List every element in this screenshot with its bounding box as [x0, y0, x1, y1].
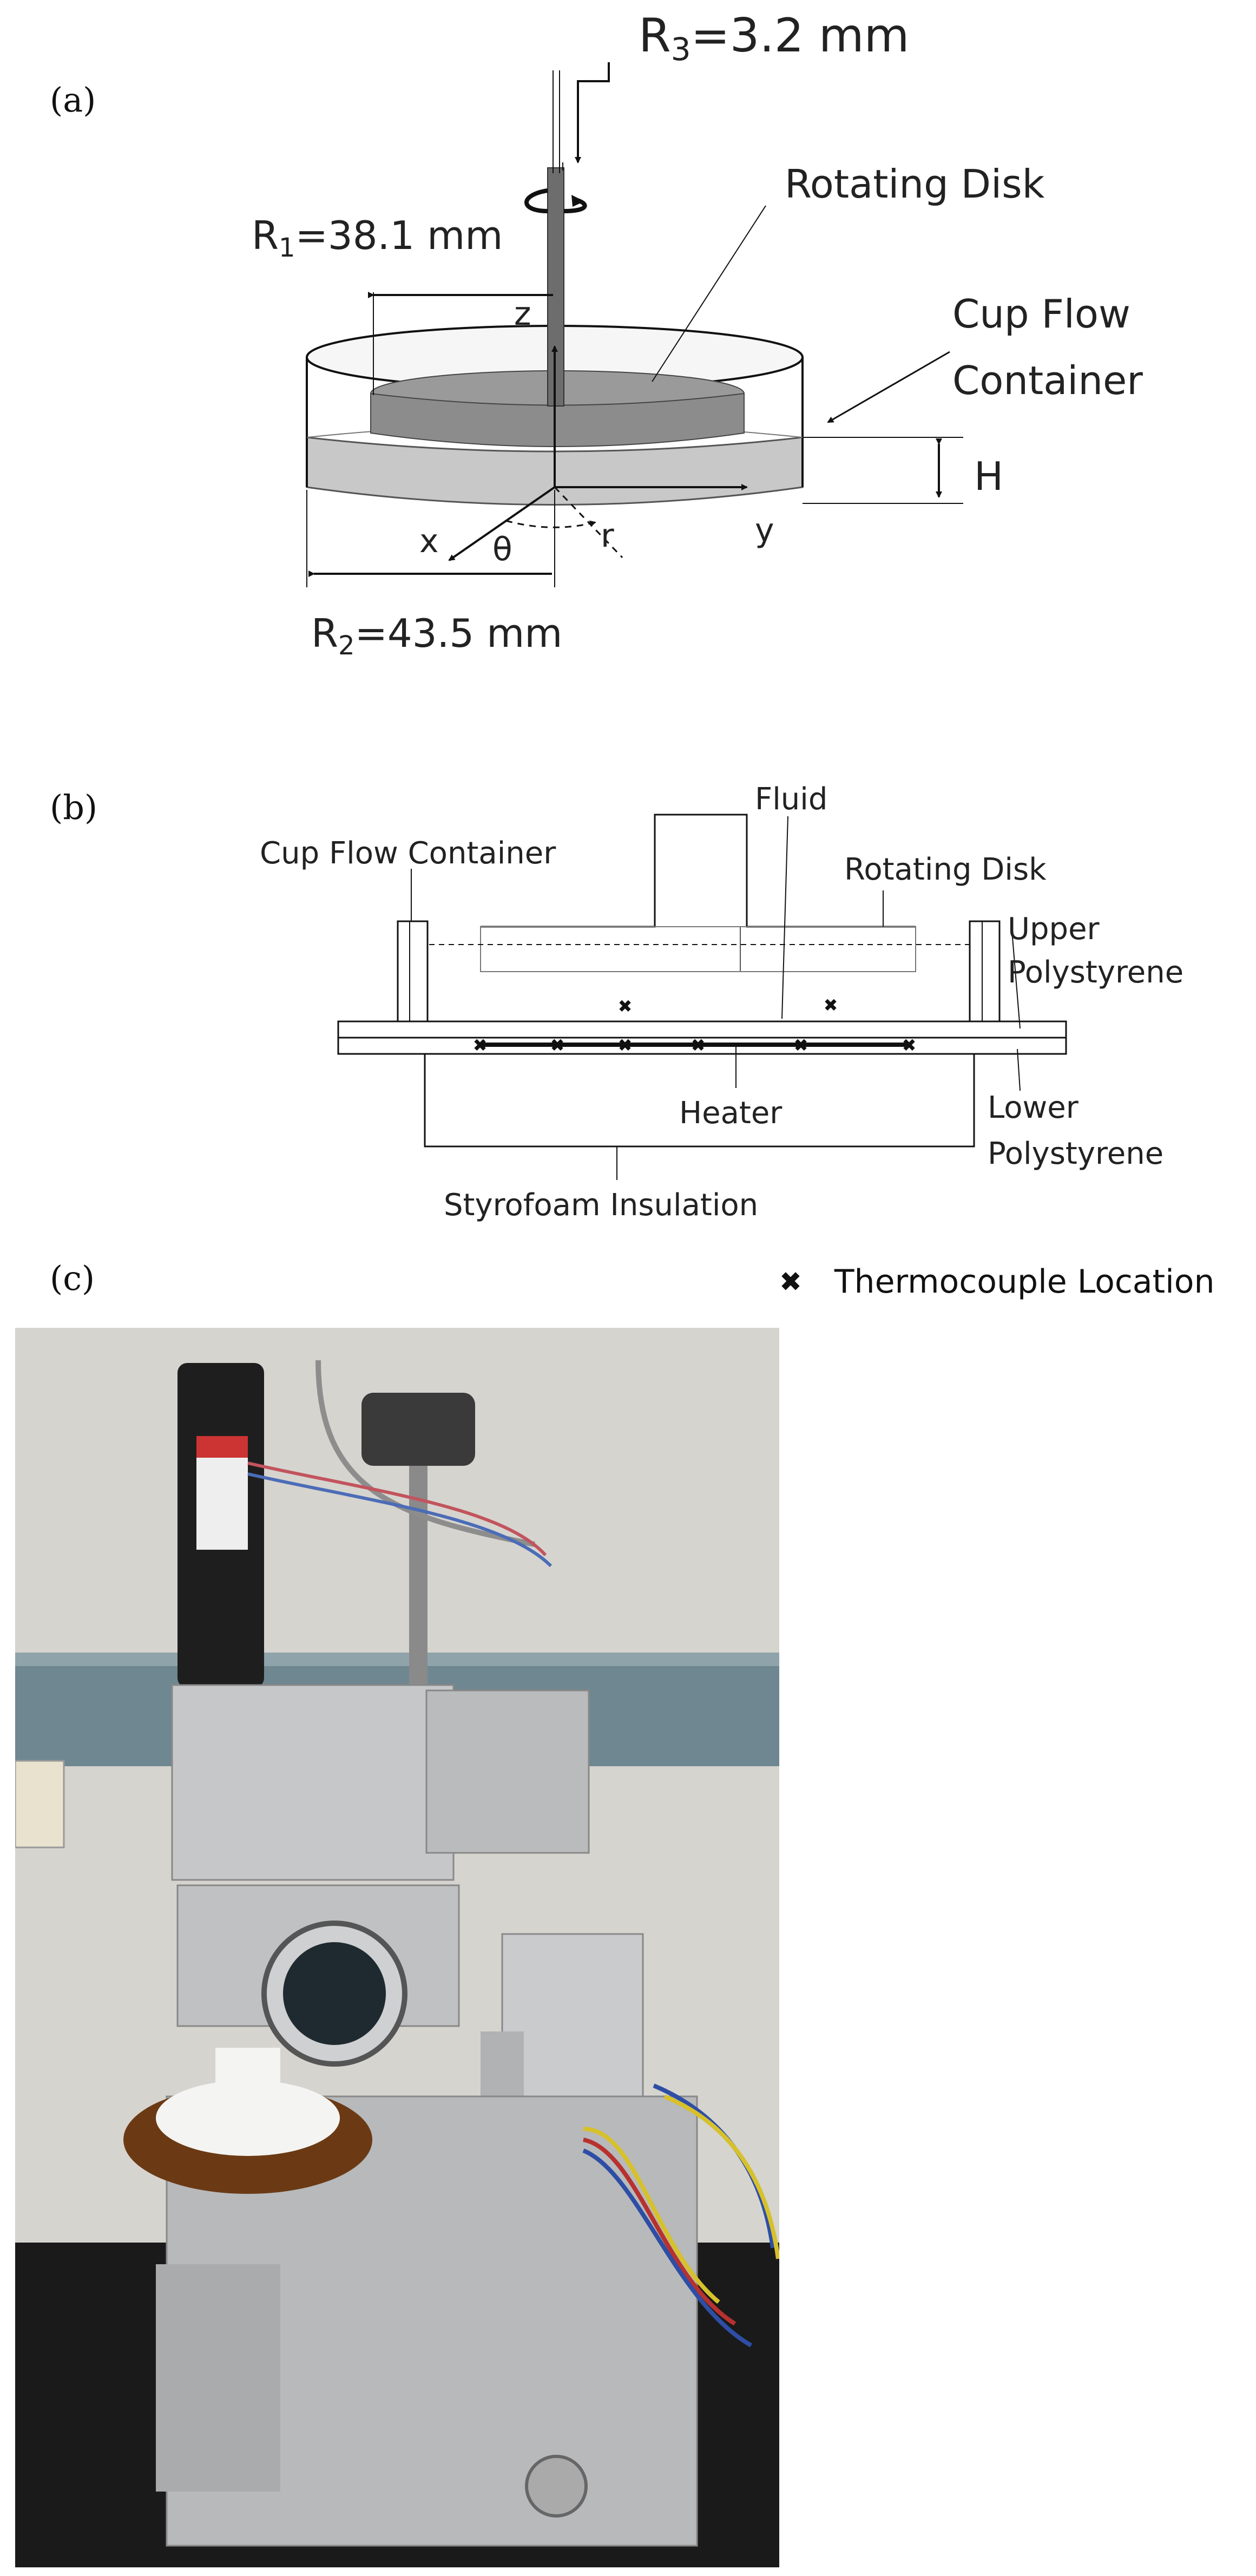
thermocouple-mark-2: ✖: [824, 995, 838, 1015]
thermocouple-mark-1: ✖: [618, 996, 633, 1017]
rotating-disk: [480, 926, 916, 972]
r1-value: =38.1 mm: [295, 213, 503, 258]
thermocouple-legend-text: Thermocouple Location: [834, 1263, 1215, 1301]
r2-value: =43.5 mm: [355, 611, 563, 656]
axis-z-label: z: [514, 295, 531, 333]
thermocouple-mark-6: ✖: [691, 1035, 706, 1056]
panel-b-diagram: ✖ ✖ ✖ ✖ ✖ ✖ ✖ ✖ Fluid Cup Flow Container…: [260, 782, 1183, 1223]
top-knob: [361, 1393, 475, 1466]
apparatus-photo: [15, 1328, 779, 2567]
frame-block: [171, 1684, 455, 1881]
styrofoam-insulation: [424, 1054, 975, 1148]
r3-value: =3.2 mm: [691, 9, 910, 63]
cup-flow-label-line2: Container: [952, 358, 1143, 403]
heater-label: Heater: [679, 1096, 782, 1131]
panel-b-label: (b): [50, 788, 98, 827]
r3-symbol: R: [639, 9, 671, 63]
rotating-disk-label-b: Rotating Disk: [844, 852, 1047, 887]
panel-a-label: (a): [50, 80, 96, 120]
styrofoam-label: Styrofoam Insulation: [444, 1188, 758, 1223]
r3-subscript: 3: [671, 31, 691, 68]
thermocouple-legend-mark: ✖: [779, 1266, 802, 1297]
axis-theta-label: θ: [492, 530, 512, 568]
cup-flow-container-label: Cup Flow Container: [260, 836, 556, 871]
axis-r-label: r: [601, 517, 614, 555]
cup-wall-left: [397, 920, 429, 1022]
thermocouple-mark-4: ✖: [550, 1035, 565, 1056]
cup-flow-label-line1: Cup Flow: [952, 291, 1130, 337]
thermocouple-mark-3: ✖: [473, 1035, 488, 1056]
axis-y-label: y: [755, 512, 774, 549]
r1-symbol: R: [252, 213, 279, 258]
thermocouple-mark-5: ✖: [618, 1035, 633, 1056]
axis-x-label: x: [419, 522, 439, 560]
thermocouple-mark-8: ✖: [902, 1035, 917, 1056]
wall-outlet: [15, 1760, 65, 1849]
base-knob: [525, 2455, 588, 2518]
svg-text:R3=3.2 mm: R3=3.2 mm: [639, 9, 909, 68]
fluid-label: Fluid: [755, 782, 827, 817]
panel-a-diagram: R3=3.2 mm R1=38.1 mm R2=43.5 mm Rotating…: [252, 9, 1143, 661]
r1-subscript: 1: [279, 233, 295, 263]
r2-symbol: R: [311, 611, 338, 656]
svg-text:R1=38.1 mm: R1=38.1 mm: [252, 213, 503, 263]
cup-wall-right: [969, 920, 1001, 1022]
panel-c-label: (c): [50, 1258, 95, 1298]
rotating-disk-body: [370, 392, 745, 447]
upper-polystyrene-label-2: Polystyrene: [1008, 955, 1183, 990]
disk-outline: [480, 926, 741, 972]
upper-polystyrene-label-1: Upper: [1008, 912, 1100, 947]
thermocouple-legend: ✖ Thermocouple Location: [779, 1263, 1215, 1301]
lower-polystyrene-label-1: Lower: [988, 1090, 1079, 1125]
height-label: H: [974, 454, 1003, 499]
lower-polystyrene-label-2: Polystyrene: [988, 1136, 1163, 1171]
rotating-disk-label: Rotating Disk: [785, 161, 1045, 207]
thermocouple-mark-7: ✖: [794, 1035, 808, 1056]
r2-subscript: 2: [338, 631, 355, 661]
svg-text:R2=43.5 mm: R2=43.5 mm: [311, 611, 562, 661]
